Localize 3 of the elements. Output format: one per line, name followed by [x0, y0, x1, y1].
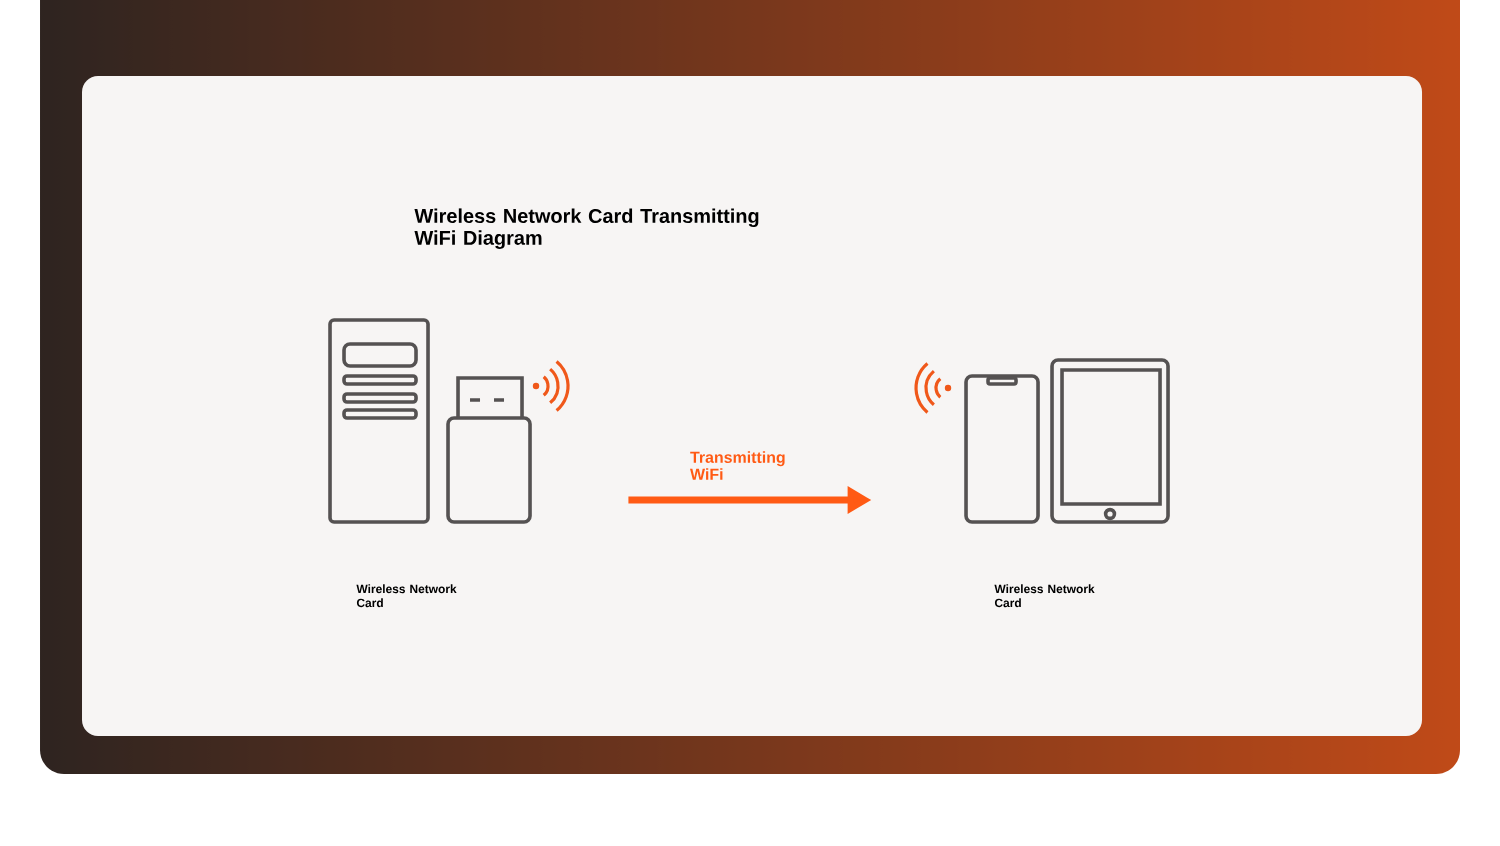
title: Wireless Network Card Transmitting WiFi Diagram [414, 208, 759, 249]
computer-adapter-drawing [328, 318, 532, 524]
phone-tablet-drawing [964, 358, 1170, 524]
